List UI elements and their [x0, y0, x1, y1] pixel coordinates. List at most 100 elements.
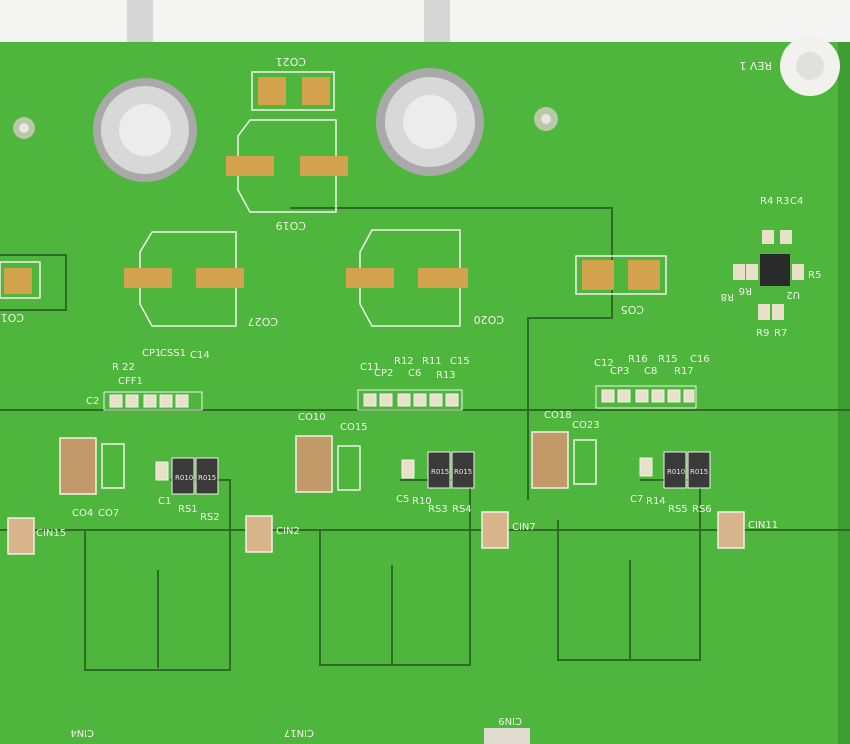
mounting-hole-left — [93, 78, 197, 182]
label-r15: R15 — [658, 354, 678, 365]
resistor-rs5 — [663, 451, 687, 489]
ic-u2 — [760, 254, 790, 286]
pad-co19-b — [300, 156, 348, 176]
label-r8: R8 — [721, 291, 734, 302]
label-r7: R7 — [774, 328, 787, 339]
label-co10: CO10 — [298, 412, 326, 423]
label-c16: C16 — [690, 354, 710, 365]
pad-co1 — [4, 268, 32, 294]
passive-row-2 — [357, 389, 463, 411]
label-r11: R11 — [422, 356, 442, 367]
label-rs6: RS6 — [692, 504, 712, 515]
resistor-rs3 — [427, 451, 451, 489]
label-r16: R16 — [628, 354, 648, 365]
capacitor-cin15 — [7, 517, 35, 555]
label-co18: CO18 — [544, 410, 572, 421]
pad-co19-a — [226, 156, 274, 176]
resistor-rs6 — [687, 451, 711, 489]
resistor-rs4 — [451, 451, 475, 489]
label-r6: R6 — [739, 285, 752, 296]
pad-co20-a — [346, 268, 394, 288]
label-r5: R5 — [808, 270, 821, 281]
marking-rs4: R015 — [454, 468, 472, 476]
label-co20: CO20 — [474, 313, 504, 326]
label-cin2: CIN2 — [276, 526, 300, 537]
mounting-hole-right — [376, 68, 484, 176]
label-r9: R9 — [756, 328, 769, 339]
label-u2: U2 — [786, 289, 800, 300]
pad-co21-b — [302, 77, 330, 105]
label-r3: R3 — [776, 196, 789, 207]
rev-label: REV 1 — [739, 59, 772, 72]
pad-co21-a — [258, 77, 286, 105]
board-edge — [838, 42, 850, 744]
label-co5: CO5 — [621, 303, 644, 316]
label-rs4: RS4 — [452, 504, 472, 515]
label-co4: CO4 — [72, 508, 93, 519]
marking-rs1: R010 — [175, 474, 193, 482]
standoff-left — [127, 0, 153, 44]
label-c4: C4 — [790, 196, 803, 207]
label-r4: R4 — [760, 196, 773, 207]
pad-co27-b — [196, 268, 244, 288]
label-css1: CSS1 — [160, 348, 186, 359]
passive-row-3 — [595, 385, 697, 409]
capacitor-cin11 — [717, 511, 745, 549]
label-r17: R17 — [674, 366, 694, 377]
label-rs3: RS3 — [428, 504, 448, 515]
label-cin11: CIN11 — [748, 520, 778, 531]
label-rs2: RS2 — [200, 512, 220, 523]
label-c2: C2 — [86, 396, 99, 407]
label-c15: C15 — [450, 356, 470, 367]
label-cin9: CIN9 — [498, 715, 522, 726]
label-cin17: CIN17 — [284, 727, 314, 738]
marking-rs2: R015 — [198, 474, 216, 482]
label-co23: CO23 — [572, 420, 600, 431]
label-c11: C11 — [360, 362, 380, 373]
label-r13: R13 — [436, 370, 456, 381]
marking-rs6: R015 — [690, 468, 708, 476]
label-c12: C12 — [594, 358, 614, 369]
capacitor-co18 — [531, 431, 569, 489]
label-co1: CO1 — [1, 311, 24, 324]
pad-co5-b — [628, 260, 660, 290]
label-cp1: CP1 — [142, 348, 161, 359]
label-co19: CO19 — [276, 219, 306, 232]
label-r12: R12 — [394, 356, 414, 367]
label-co27: CO27 — [248, 315, 278, 328]
label-cin15: CIN15 — [36, 528, 66, 539]
capacitor-cin9-edge — [484, 728, 530, 744]
label-cff1: CFF1 — [118, 376, 143, 387]
label-rs5: RS5 — [668, 504, 688, 515]
label-cin7: CIN7 — [512, 522, 536, 533]
pad-co27-a — [124, 268, 172, 288]
label-cp2: CP2 — [374, 368, 393, 379]
label-c1: C1 — [158, 496, 171, 507]
label-co21: CO21 — [276, 55, 306, 68]
label-c7: C7 — [630, 494, 643, 505]
label-co15: CO15 — [340, 422, 368, 433]
label-rs1: RS1 — [178, 504, 198, 515]
label-c14: C14 — [190, 350, 210, 361]
label-r22: R 22 — [112, 362, 135, 373]
label-r10: R10 — [412, 496, 432, 507]
passive-row-1 — [103, 391, 203, 411]
label-co7: CO7 — [98, 508, 119, 519]
pad-co20-b — [418, 268, 468, 288]
pad-co5-a — [582, 260, 614, 290]
standoff-right — [424, 0, 450, 44]
capacitor-cin7 — [481, 511, 509, 549]
label-cin4: CIN4 — [70, 727, 94, 738]
label-c6: C6 — [408, 368, 421, 379]
marking-rs5: R010 — [667, 468, 685, 476]
resistor-rs1 — [171, 457, 195, 495]
label-cp3: CP3 — [610, 366, 629, 377]
capacitor-cin2 — [245, 515, 273, 553]
capacitor-co10 — [295, 435, 333, 493]
label-r14: R14 — [646, 496, 666, 507]
label-c8: C8 — [644, 366, 657, 377]
resistor-rs2 — [195, 457, 219, 495]
capacitor-co4 — [59, 437, 97, 495]
